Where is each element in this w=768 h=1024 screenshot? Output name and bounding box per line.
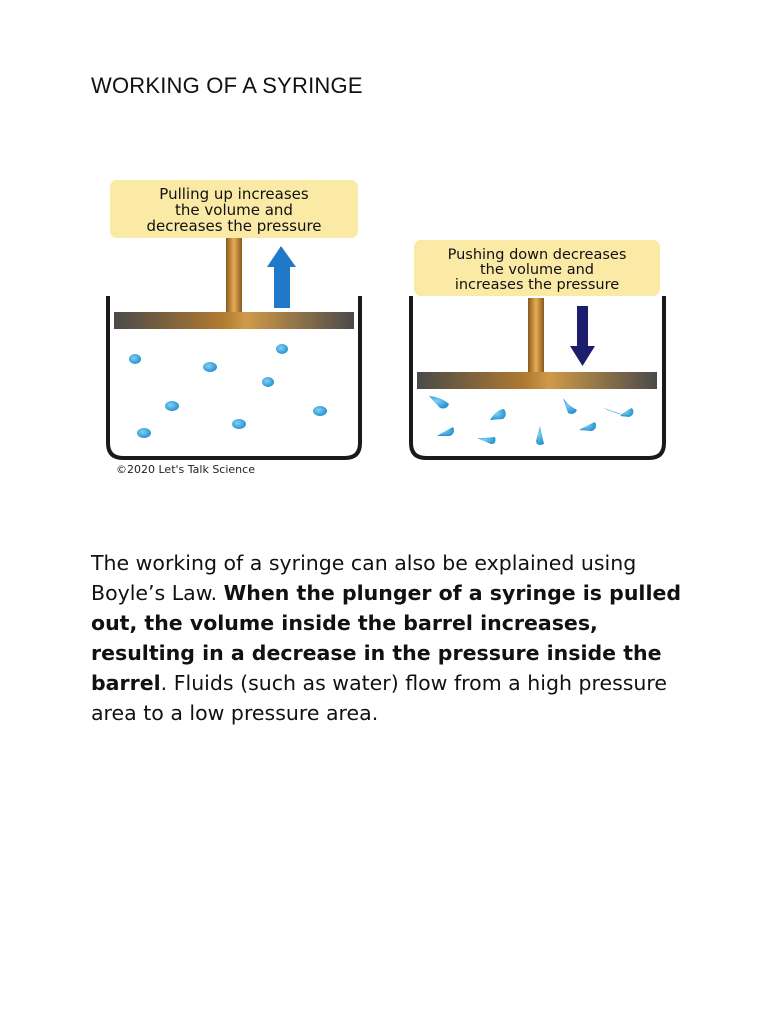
left-container: Pulling up increases the volume and decr…	[106, 180, 362, 476]
up-arrow-icon	[267, 246, 296, 308]
particle	[203, 362, 217, 372]
particle	[604, 408, 624, 415]
particle	[536, 426, 544, 445]
particle	[262, 377, 274, 387]
left-caption-line-3: decreases the pressure	[146, 217, 321, 235]
right-caption-line-3: increases the pressure	[455, 277, 619, 293]
particle	[490, 409, 506, 420]
right-caption-box	[414, 240, 660, 296]
right-caption-line-2: the volume and	[480, 262, 594, 278]
right-caption-line-1: Pushing down decreases	[448, 247, 627, 263]
left-plunger-rod	[226, 238, 242, 313]
left-caption-line-1: Pulling up increases	[159, 185, 309, 203]
right-particles	[429, 396, 634, 445]
left-caption-box	[110, 180, 358, 238]
particle	[477, 437, 496, 444]
right-container: Pushing down decreases the volume and in…	[409, 240, 666, 460]
syringe-diagram: Pulling up increases the volume and decr…	[92, 168, 676, 488]
right-barrel	[409, 296, 666, 460]
left-caption-line-2: the volume and	[175, 201, 293, 219]
right-plunger-rod	[528, 298, 544, 374]
particle	[579, 422, 596, 431]
particle	[313, 406, 327, 416]
particle	[437, 427, 454, 436]
particle	[276, 344, 288, 354]
copyright-text: ©2020 Let's Talk Science	[116, 463, 255, 476]
page-title: WORKING OF A SYRINGE	[91, 73, 363, 98]
particle	[129, 354, 141, 364]
particle	[429, 396, 449, 409]
syringe-diagram-svg: Pulling up increases the volume and decr…	[106, 180, 666, 476]
body-rest: . Fluids (such as water) flow from a hig…	[91, 671, 668, 725]
right-plunger-plate	[417, 372, 657, 389]
left-plunger-plate	[114, 312, 354, 329]
particle	[563, 398, 577, 414]
body-bold-statement: When the plunger of a syringe is pulled …	[91, 581, 682, 695]
down-arrow-icon	[570, 306, 595, 366]
particle	[165, 401, 179, 411]
left-particles	[129, 344, 327, 438]
body-intro: The working of a syringe can also be exp…	[91, 551, 637, 605]
left-barrel	[106, 296, 362, 460]
particle	[232, 419, 246, 429]
particle	[137, 428, 151, 438]
particle	[620, 408, 634, 417]
body-paragraph: The working of a syringe can also be exp…	[91, 548, 691, 728]
